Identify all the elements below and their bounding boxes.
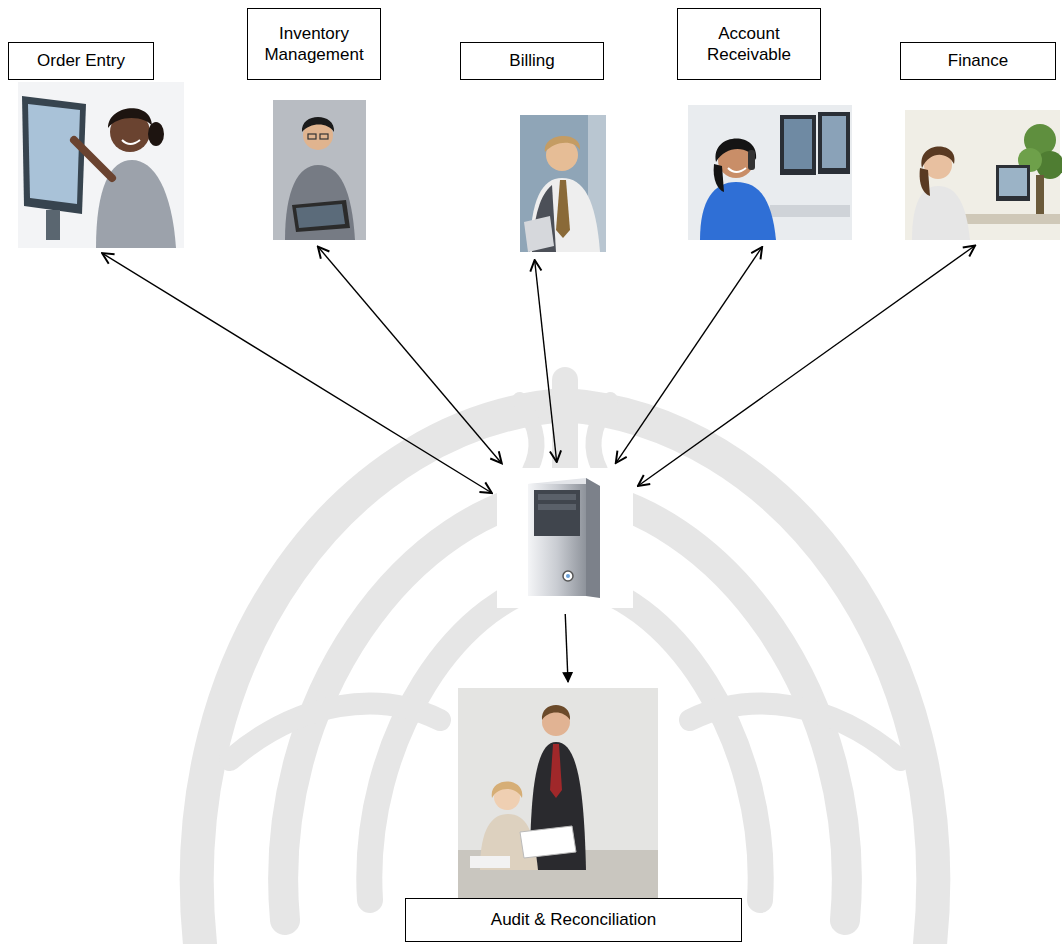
label-text: Audit & Reconciliation: [491, 909, 656, 930]
label-text: Finance: [948, 50, 1008, 71]
server-node: [497, 468, 633, 608]
label-text: Order Entry: [37, 50, 125, 71]
label-text: Billing: [509, 50, 554, 71]
connector-arrow: [638, 245, 975, 486]
connector-arrow: [535, 260, 557, 462]
watermark-emblem: [197, 380, 934, 944]
label-box: Billing: [460, 42, 604, 80]
label-text: Inventory Management: [256, 23, 372, 66]
order-entry-photo: [18, 82, 184, 248]
connector-arrow: [318, 247, 502, 464]
label-text: Account Receivable: [686, 23, 812, 66]
connector-arrow: [565, 614, 568, 682]
department-node: Finance: [900, 42, 1060, 242]
server-icon: [497, 468, 633, 608]
audit-node: Audit & Reconciliation: [405, 688, 742, 942]
label-box: Order Entry: [8, 42, 154, 80]
inventory-photo: [273, 100, 366, 240]
finance-photo: [905, 110, 1062, 240]
connector-arrow: [102, 253, 492, 493]
billing-photo: [520, 115, 606, 252]
label-box: Account Receivable: [677, 8, 821, 80]
label-box: Audit & Reconciliation: [405, 898, 742, 942]
department-node: Billing: [460, 42, 608, 254]
label-box: Inventory Management: [247, 8, 381, 80]
account-receivable-photo: [688, 105, 852, 240]
connector-arrow: [616, 247, 762, 463]
department-node: Inventory Management: [247, 8, 381, 242]
audit-photo: [458, 688, 658, 898]
department-node: Order Entry: [8, 42, 186, 250]
department-node: Account Receivable: [677, 8, 854, 242]
label-box: Finance: [900, 42, 1056, 80]
